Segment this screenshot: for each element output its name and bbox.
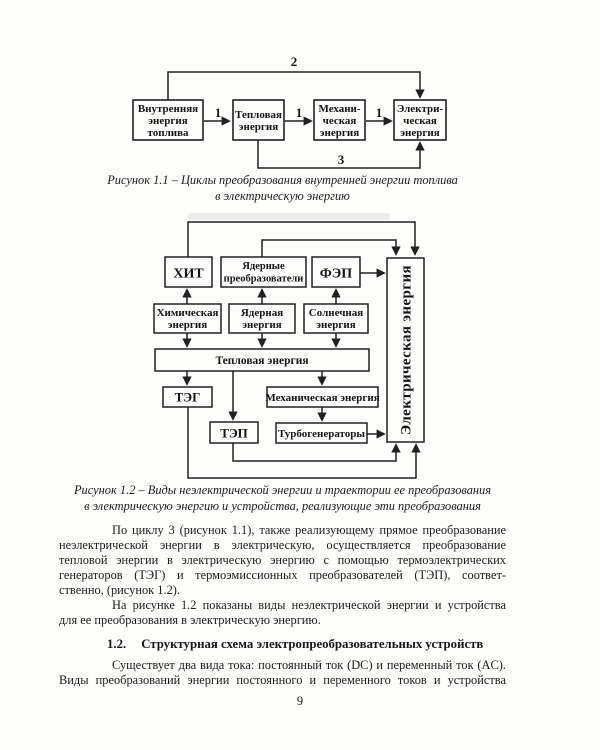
para1-line4: генераторов (ТЭГ) и термоэмиссионных пре…: [59, 568, 506, 582]
fig1-label-1a: 1: [215, 106, 221, 120]
fig2-box-thermal-energy: Тепловая энергия: [154, 348, 370, 372]
fig2-box-turbogenerators: Турбогенераторы: [275, 422, 368, 444]
fig2-hit-label: ХИТ: [173, 267, 204, 282]
fig1-arrows: [167, 71, 425, 169]
figure-1-1: Внутренняя энергия топлива Тепловая энер…: [132, 54, 447, 169]
para1-line1: По циклу 3 (рисунок 1.1), также реализую…: [112, 523, 506, 537]
para2-line1: На рисунке 1.2 показаны виды неэлектриче…: [112, 598, 506, 612]
fig2-nucconv-line1: Ядерные: [242, 261, 285, 272]
fig2-chemical-line1: Химическая: [157, 307, 219, 319]
section-heading: 1.2. Структурная схема электропреобразова…: [59, 637, 506, 652]
fig1-box-electrical-energy: Электри- ческая энергия: [393, 99, 447, 141]
fig1-label-3: 3: [338, 152, 345, 167]
fig2-box-nuclear-converters: Ядерные преобразователи: [220, 256, 307, 288]
fig1-label-1b: 1: [296, 106, 302, 120]
para1-line2: неэлектрической энергии в электрическую,…: [59, 538, 506, 552]
fig2-box-nuclear-energy: Ядерная энергия: [228, 303, 296, 334]
fig1-thermal-line2: энергия: [239, 121, 278, 133]
fig2-box-tep: ТЭП: [209, 421, 259, 444]
fig1-box-mechanical-energy: Механи- ческая энергия: [313, 99, 366, 141]
fig1-label-2: 2: [291, 54, 298, 69]
fig2-box-solar-energy: Солнечная энергия: [303, 303, 369, 334]
fig2-electrical-label: Электрическая энергия: [399, 265, 415, 435]
fig1-caption-line2: в электрическую энергию: [215, 189, 350, 203]
fig1-box-thermal-energy: Тепловая энергия: [232, 99, 285, 141]
fig2-arrows: [182, 221, 421, 479]
fig2-nucconv-line2: преобразователи: [224, 274, 304, 285]
fig2-box-fep: ФЭП: [311, 256, 361, 288]
para3-line1: Существует два вида тока: постоянный ток…: [112, 658, 506, 672]
page-number: 9: [296, 694, 304, 708]
fig2-caption-line1: Рисунок 1.2 – Виды неэлектрической энерг…: [73, 483, 491, 497]
fig2-box-hit: ХИТ: [164, 256, 213, 288]
fig1-mechanical-line1: Механи-: [318, 103, 360, 115]
para1-line5: ственно, (рисунок 1.2).: [59, 583, 180, 597]
fig2-nuclear-line2: энергия: [242, 319, 281, 331]
fig1-internal-line2: энергия: [148, 115, 187, 127]
figure-1-2-caption: Рисунок 1.2 – Виды неэлектрической энерг…: [59, 482, 506, 514]
fig2-box-chemical-energy: Химическая энергия: [153, 303, 222, 334]
fig2-box-electrical-energy: Электрическая энергия: [386, 257, 425, 443]
body-paragraph-3: Существует два вида тока: постоянный ток…: [59, 658, 506, 688]
fig2-box-mechanical-energy: Механическая энергия: [265, 386, 380, 408]
fig1-mechanical-line3: энергия: [320, 127, 359, 139]
body-paragraphs: По циклу 3 (рисунок 1.1), также реализую…: [59, 523, 506, 628]
para2-line2: для ее преобразования в электрическую эн…: [59, 613, 321, 627]
fig2-teg-label: ТЭГ: [175, 390, 201, 405]
para1-line3: тепловой энергии в электрическую энергию…: [59, 553, 506, 567]
fig1-thermal-line1: Тепловая: [235, 109, 282, 121]
fig1-electrical-line3: энергия: [400, 127, 439, 139]
fig2-mechanical-label: Механическая энергия: [265, 392, 379, 404]
fig2-chemical-line2: энергия: [168, 319, 207, 331]
section-title: Структурная схема электропреобразователь…: [141, 637, 484, 651]
scan-smudge: [188, 213, 390, 220]
fig1-caption-line1: Рисунок 1.1 – Циклы преобразования внутр…: [107, 173, 458, 187]
fig2-thermal-label: Тепловая энергия: [215, 355, 308, 367]
fig2-nuclear-line1: Ядерная: [241, 307, 283, 319]
fig2-solar-line1: Солнечная: [309, 307, 363, 319]
figure-1-2: ХИТ Ядерные преобразователи ФЭП Электрич…: [153, 221, 425, 479]
fig1-electrical-line2: ческая: [403, 115, 437, 127]
fig2-solar-line2: энергия: [316, 319, 355, 331]
fig1-electrical-line1: Электри-: [397, 103, 444, 115]
section-number: 1.2.: [107, 637, 127, 651]
fig1-path-numbers: 1 1 1 2 3: [215, 54, 382, 167]
fig2-turbo-label: Турбогенераторы: [278, 428, 365, 440]
fig1-mechanical-line2: ческая: [323, 115, 357, 127]
fig1-internal-line1: Внутренняя: [138, 103, 198, 115]
fig2-box-teg: ТЭГ: [162, 386, 213, 408]
fig2-caption-line2: в электрическую энергию и устройства, ре…: [84, 499, 481, 513]
figure-1-1-caption: Рисунок 1.1 – Циклы преобразования внутр…: [59, 172, 506, 204]
fig2-tep-label: ТЭП: [220, 426, 248, 441]
fig1-internal-line3: топлива: [147, 127, 189, 139]
para3-line2: Виды преобразований энергии постоянного …: [59, 673, 506, 687]
fig2-fep-label: ФЭП: [320, 267, 353, 282]
fig1-box-internal-energy: Внутренняя энергия топлива: [132, 99, 204, 141]
fig1-label-1c: 1: [376, 106, 382, 120]
